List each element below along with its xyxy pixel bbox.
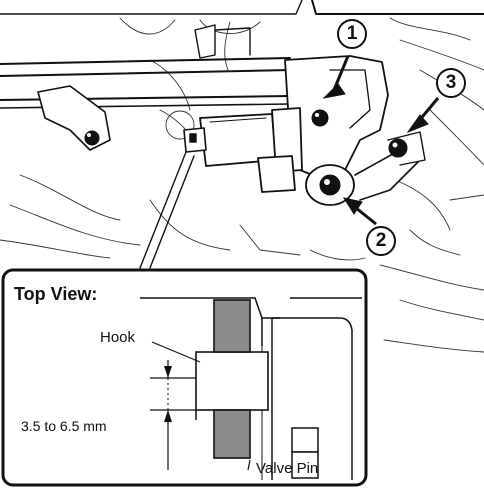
dimension-label: 3.5 to 6.5 mm (21, 418, 107, 434)
callout-1: 1 (337, 19, 367, 49)
callout-2: 2 (366, 226, 396, 256)
callout-3: 3 (436, 68, 466, 98)
callout-3-number: 3 (445, 72, 457, 93)
valve-pin-label: Valve Pin (256, 460, 319, 477)
callout-1-number: 1 (346, 23, 358, 44)
hook-label: Hook (100, 329, 136, 346)
callout-2-number: 2 (375, 230, 387, 251)
inset-title: Top View: (14, 284, 98, 304)
